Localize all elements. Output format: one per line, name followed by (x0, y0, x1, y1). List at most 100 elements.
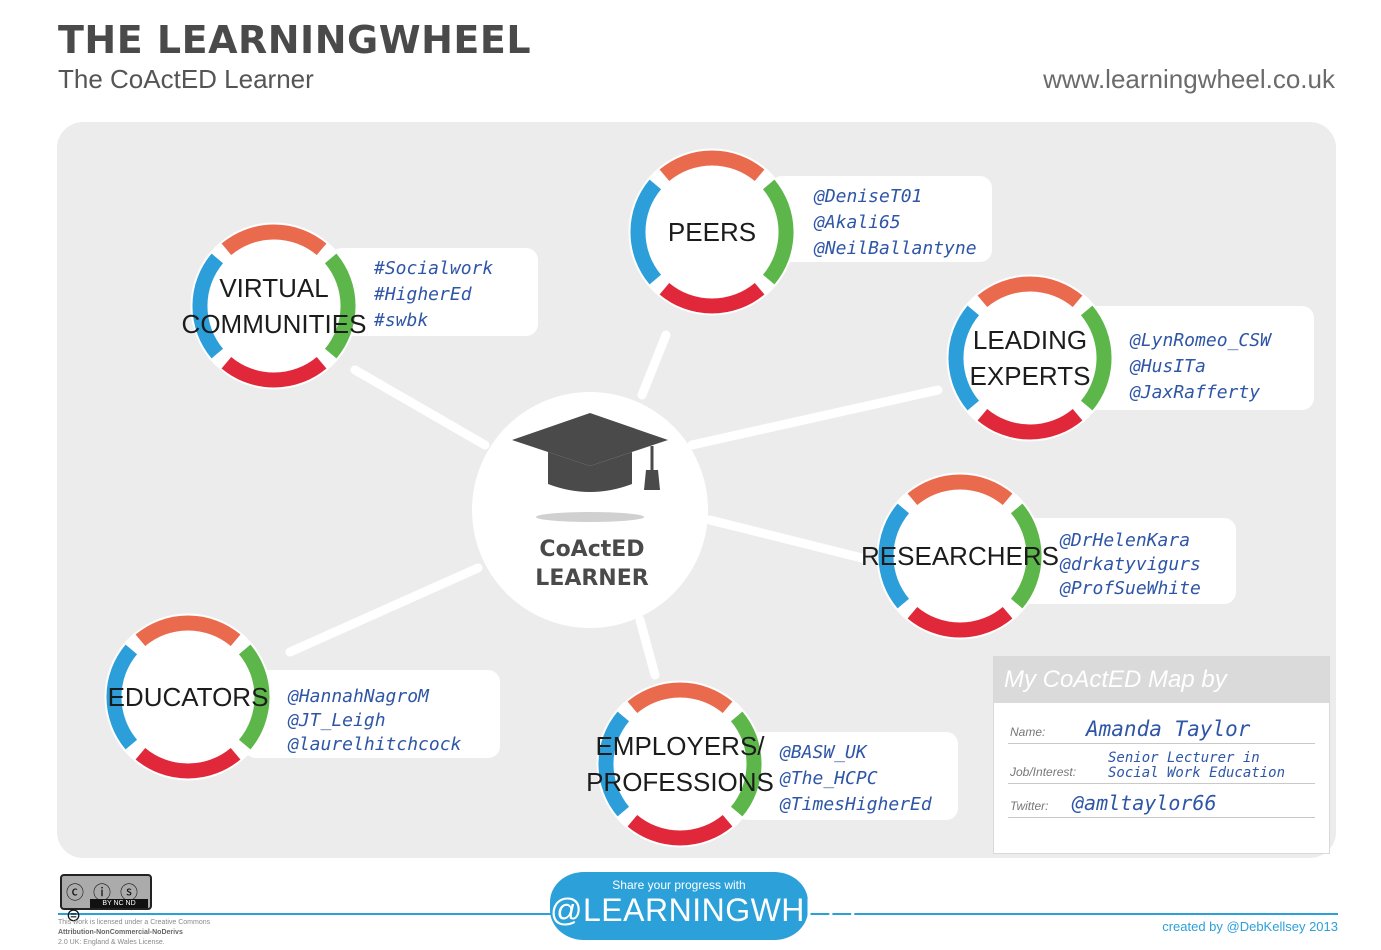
node-peers: PEERS @DeniseT01 @Akali65 @NeilBallantyne (628, 148, 992, 316)
handle-employers-professions-0[interactable]: @BASW_UK (779, 742, 868, 763)
handle-leading-experts-2[interactable]: @JaxRafferty (1129, 382, 1260, 403)
profile-twitter-row: Twitter: @amltaylor66 (1008, 787, 1315, 818)
credit-text: created by @DebKellsey 2013 (1162, 919, 1338, 934)
page-subtitle: The CoActED Learner (58, 64, 314, 94)
ring-right-educators (238, 644, 270, 750)
footer-rule-right (808, 913, 1338, 915)
license-line1: This work is licensed under a Creative C… (58, 919, 211, 926)
license-line3: 2.0 UK: England & Wales License. (58, 939, 165, 946)
profile-job-label: Job/Interest: (1010, 765, 1077, 779)
node-disc-peers (628, 148, 796, 316)
ring-left-virtual-communities (192, 253, 224, 359)
handle-leading-experts-0[interactable]: @LynRomeo_CSW (1129, 330, 1273, 351)
handle-employers-professions-1[interactable]: @The_HCPC (779, 768, 878, 789)
handle-virtual-communities-0[interactable]: #Socialwork (373, 258, 493, 279)
node-virtual-communities: VIRTUAL COMMUNITIES #Socialwork #HigherEd #s… (182, 222, 538, 390)
node-label-leading-experts-0: LEADING (973, 325, 1087, 355)
node-label-virtual-communities-0: VIRTUAL (219, 273, 328, 303)
profile-job-value: Senior Lecturer in Social Work Education (1108, 751, 1285, 781)
handle-educators-2[interactable]: @laurelhitchcock (287, 734, 462, 755)
ring-top-researchers (907, 474, 1013, 506)
ring-bottom-employers-professions (627, 814, 733, 846)
node-employers-professions: EMPLOYERS/PROFESSIONS@BASW_UK @The_HCPC @T… (586, 680, 958, 848)
cc-license-icon[interactable]: ⓒ ⓘ ⓢ ⊜ BY NC ND (60, 874, 152, 925)
ring-top-peers (659, 150, 765, 182)
profile-card: My CoActED Map by Name: Amanda Taylor Jo… (993, 656, 1330, 854)
node-researchers: RESEARCHERS@DrHelenKara @drkatyvigurs @Pro… (861, 472, 1236, 640)
handles-box-employers-professions (736, 732, 958, 820)
handles-box-educators (244, 670, 500, 758)
graduation-cap-icon (512, 413, 668, 522)
node-disc-leading-experts (946, 274, 1114, 442)
profile-job-value-line1: Senior Lecturer in (1108, 750, 1260, 766)
handles-box-researchers (1016, 518, 1236, 604)
ring-right-virtual-communities (324, 253, 356, 359)
profile-twitter-value: @amltaylor66 (1072, 791, 1217, 815)
connector-educators (285, 563, 483, 657)
ring-bottom-researchers (907, 606, 1013, 638)
node-label-leading-experts-1: EXPERTS (970, 361, 1091, 391)
handle-leading-experts-1[interactable]: @HusITa (1129, 356, 1206, 377)
handles-box-leading-experts (1086, 306, 1314, 410)
node-leading-experts: LEADING EXPERTS @LynRomeo_CSW @HusITa @JaxRa… (946, 274, 1314, 442)
handle-researchers-0[interactable]: @DrHelenKara (1059, 530, 1190, 551)
connector-virtual-communities (350, 365, 490, 450)
node-label-virtual-communities-1: COMMUNITIES (182, 309, 367, 339)
share-small-text: Share your progress with (612, 878, 746, 892)
handle-virtual-communities-1[interactable]: #HigherEd (373, 284, 473, 305)
handle-researchers-2[interactable]: @ProfSueWhite (1059, 578, 1201, 599)
node-label-employers-professions-1: PROFESSIONS (586, 767, 774, 797)
license-text: This work is licensed under a Creative C… (58, 918, 278, 948)
node-disc-virtual-communities (190, 222, 358, 390)
handle-peers-0[interactable]: @DeniseT01 (813, 186, 922, 207)
ring-left-employers-professions (598, 711, 630, 817)
connectors (285, 330, 943, 680)
handle-employers-professions-2[interactable]: @TimesHigherEd (779, 794, 933, 815)
ring-right-leading-experts (1080, 305, 1112, 411)
share-handle: @LEARNINGWHEEL (550, 892, 867, 928)
profile-job-value-line2: Social Work Education (1108, 765, 1286, 781)
ring-right-employers-professions (730, 711, 762, 817)
node-label-employers-professions-0: EMPLOYERS/ (595, 731, 765, 761)
connector-leading-experts (687, 385, 943, 450)
footer-rule-left (58, 913, 558, 915)
handle-virtual-communities-2[interactable]: #swbk (373, 310, 428, 331)
nodes-layer: PEERS@DeniseT01@Akali65@NeilBallantyneVI… (104, 148, 1314, 848)
ring-right-researchers (1010, 503, 1042, 609)
ring-right-peers (762, 179, 794, 285)
cc-symbols-icon: ⓒ ⓘ ⓢ ⊜ (66, 883, 141, 925)
node-disc-employers-professions (596, 680, 764, 848)
ring-top-virtual-communities (221, 224, 327, 256)
connector-employers-professions (635, 615, 660, 680)
node-label-peers-0: PEERS (668, 217, 756, 247)
node-disc-educators (104, 613, 272, 781)
handle-peers-1[interactable]: @Akali65 (813, 212, 901, 233)
handle-educators-1[interactable]: @JT_Leigh (287, 710, 386, 731)
ring-top-employers-professions (627, 682, 733, 714)
share-badge[interactable]: Share your progress with @LEARNINGWHEEL (550, 872, 867, 940)
center-label-line2: LEARNER (535, 566, 648, 591)
center-label-line1: CoActED (539, 537, 644, 562)
profile-job-row: Job/Interest: Senior Lecturer in Social … (1008, 749, 1315, 784)
ring-bottom-peers (659, 282, 765, 314)
node-educators: EDUCATORS @HannahNagroM @JT_Leigh @laurelhi… (104, 613, 500, 781)
ring-left-educators (106, 644, 138, 750)
handle-peers-2[interactable]: @NeilBallantyne (813, 238, 977, 259)
handle-researchers-1[interactable]: @drkatyvigurs (1059, 554, 1201, 575)
ring-bottom-educators (135, 747, 241, 779)
profile-name-row: Name: Amanda Taylor (1008, 713, 1315, 744)
profile-heading: My CoActED Map by (994, 657, 1329, 703)
license-line2: Attribution-NonCommercial-NoDerivs (58, 929, 183, 936)
node-label-researchers-0: RESEARCHERS (861, 541, 1059, 571)
profile-name-value: Amanda Taylor (1086, 717, 1251, 741)
site-url[interactable]: www.learningwheel.co.uk (1043, 64, 1335, 94)
handle-educators-0[interactable]: @HannahNagroM (287, 686, 430, 707)
center-node: CoActED LEARNER (472, 392, 708, 628)
ring-left-peers (630, 179, 662, 285)
cc-tags: BY NC ND (90, 899, 148, 908)
ring-left-researchers (878, 503, 910, 609)
ring-top-educators (135, 615, 241, 647)
node-label-educators-0: EDUCATORS (108, 682, 269, 712)
connector-peers (637, 330, 671, 400)
